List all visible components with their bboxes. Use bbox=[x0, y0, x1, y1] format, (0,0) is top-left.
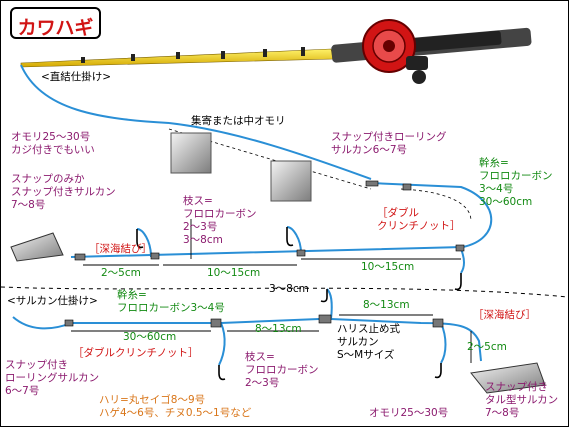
label-branch-1: 枝ス= bbox=[183, 195, 213, 207]
label-snap-only-3: 7〜8号 bbox=[11, 199, 46, 211]
label-dist-2-5: 2〜5cm bbox=[101, 267, 141, 279]
label-double-clinch-s: ［ダブルクリンチノット］ bbox=[73, 347, 199, 359]
label-branch-2: フロロカーボン bbox=[183, 208, 257, 220]
reel bbox=[362, 19, 428, 84]
label-main-s-2: フロロカーボン3〜4号 bbox=[117, 302, 225, 314]
label-snap-rolling-1: スナップ付きローリング bbox=[331, 131, 447, 143]
label-main-3: 3〜4号 bbox=[479, 183, 514, 195]
label-double-clinch-2: クリンチノット］ bbox=[377, 220, 461, 232]
label-snap-only-2: スナップ付きサルカン bbox=[11, 186, 116, 198]
label-snap-right-3: 7〜8号 bbox=[485, 407, 520, 419]
label-sinker-top-1: オモリ25〜30号 bbox=[11, 131, 91, 143]
label-main-1: 幹糸= bbox=[479, 157, 509, 169]
label-branch-3: 2〜3号 bbox=[183, 221, 218, 233]
label-sinker-bottom: オモリ25〜30号 bbox=[369, 407, 449, 419]
label-snap-right-1: スナップ付き bbox=[485, 381, 548, 393]
label-hook-1: ハリ=丸セイゴ8〜9号 bbox=[99, 394, 206, 406]
measure-lines-top bbox=[168, 128, 472, 222]
main-line-top bbox=[20, 64, 493, 274]
label-branch-s-2: フロロカーボン bbox=[245, 364, 319, 376]
title-box: カワハギ bbox=[10, 7, 101, 39]
swivels-bottom bbox=[64, 314, 444, 328]
section-label-direct: <直結仕掛け> bbox=[41, 71, 112, 83]
label-dist-2-5-b: 2〜5cm bbox=[467, 341, 507, 353]
label-dist-10-15-a: 10〜15cm bbox=[207, 267, 261, 279]
label-dist-30-60: 30〜60cm bbox=[123, 331, 177, 343]
swivels-top bbox=[74, 180, 465, 261]
dimension-arrows-bottom bbox=[71, 314, 472, 363]
label-snap-only-1: スナップのみか bbox=[11, 173, 85, 185]
label-sinker-top-2: カジ付きでもいい bbox=[11, 144, 95, 156]
label-snap-left-2: ローリングサルカン bbox=[5, 372, 100, 384]
dimension-arrows-top bbox=[83, 219, 461, 266]
label-snap-rolling-2: サルカン6〜7号 bbox=[331, 144, 408, 156]
label-dist-10-15-b: 10〜15cm bbox=[361, 261, 415, 273]
label-harris-1: ハリス止め式 bbox=[337, 323, 400, 335]
label-snap-left-3: 6〜7号 bbox=[5, 385, 40, 397]
hooks-bottom bbox=[218, 289, 442, 381]
label-deep-knot-2: ［深海結び］ bbox=[473, 309, 536, 321]
label-sinker-center: 集寄または中オモリ bbox=[191, 115, 286, 127]
label-dist-8-13-a: 8〜13cm bbox=[255, 323, 302, 335]
section-label-sarukan: <サルカン仕掛け> bbox=[7, 295, 98, 307]
label-snap-right-2: タル型サルカン bbox=[485, 394, 559, 406]
label-snap-left-1: スナップ付き bbox=[5, 359, 68, 371]
label-main-s-1: 幹糸= bbox=[117, 289, 147, 301]
label-harris-2: サルカン bbox=[337, 336, 379, 348]
sinker-square-2 bbox=[270, 160, 312, 202]
label-dist-8-13-b: 8〜13cm bbox=[363, 299, 410, 311]
hooks-top bbox=[136, 227, 462, 291]
label-main-4: 30〜60cm bbox=[479, 196, 533, 208]
sinker-cone-left bbox=[10, 232, 64, 262]
label-branch-4: 3〜8cm bbox=[183, 234, 223, 246]
sinker-square-1 bbox=[170, 132, 212, 174]
page-title: カワハギ bbox=[17, 17, 94, 39]
label-hook-2: ハゲ4〜6号、チヌ0.5〜1号など bbox=[99, 407, 252, 419]
label-harris-3: S〜Mサイズ bbox=[337, 349, 395, 361]
label-branch-s-3: 2〜3号 bbox=[245, 377, 280, 389]
label-dist-3-8: 3〜8cm bbox=[269, 283, 309, 295]
label-main-2: フロロカーボン bbox=[479, 170, 553, 182]
sinker-cone-right bbox=[470, 362, 546, 394]
label-deep-knot: ［深海結び］ bbox=[89, 243, 152, 255]
label-branch-s-1: 枝ス= bbox=[245, 351, 275, 363]
label-double-clinch-1: ［ダブル bbox=[377, 207, 419, 219]
